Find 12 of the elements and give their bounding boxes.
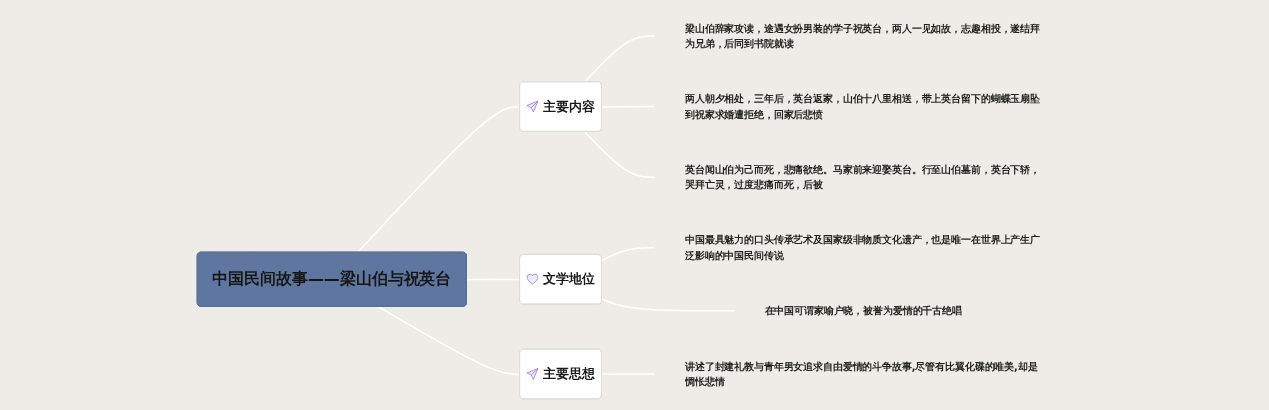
node-text: 英台闻山伯为己而死，悲痛欲绝。马家前来迎娶英台。行至山伯墓前，英台下轿，哭拜亡灵，过度悲痛而死，后被: [684, 163, 1040, 191]
connector: [583, 131, 656, 178]
node-text: 在中国可谓家喻户晓，被誉为爱情的千古绝唱: [764, 304, 962, 317]
connector: [377, 306, 521, 376]
node-text: 两人朝夕相处，三年后，英台返家，山伯十八里相送，带上英台留下的蝴蝶玉扇坠到祝家求婚遭拒绝，回家后悲愤: [684, 93, 1040, 120]
connector: [356, 106, 521, 254]
node-text: 梁山伯辞家攻读，途遇女扮男装的学子祝英台，两人一见如故，志趣相投，遂结拜为兄弟，后同到书院就读: [684, 22, 1040, 49]
connector: [601, 246, 656, 262]
connector: [601, 298, 735, 312]
node-text: 中国最具魅力的口头传承艺术及国家级非物质文化遗产，也是唯一在世界上产生广泛影响的中国民间传说: [684, 234, 1040, 261]
connector: [583, 35, 656, 83]
node-text: 讲述了封建礼教与青年男女追求自由爱情的斗争故事,尽管有比翼化碟的唯美,却是惆怅悲情: [684, 360, 1038, 387]
